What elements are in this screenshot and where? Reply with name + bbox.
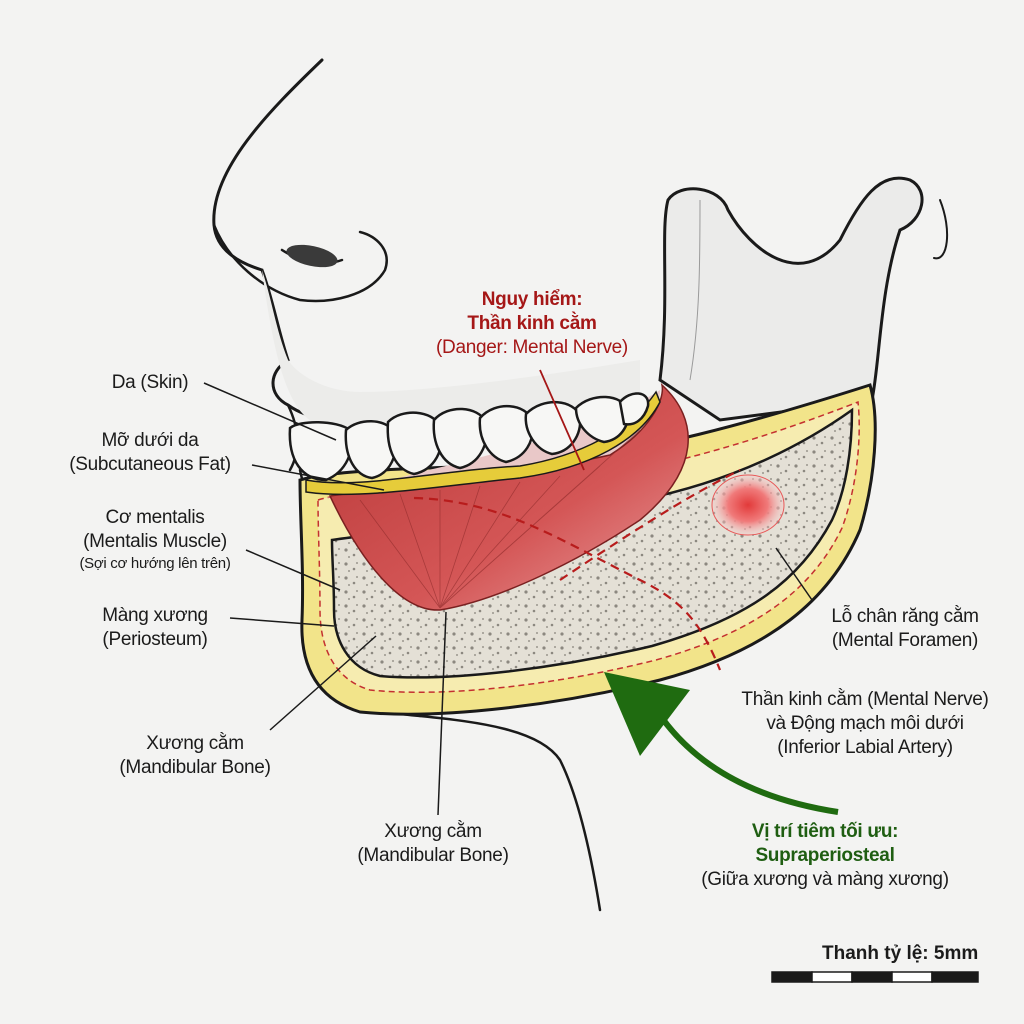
label-optimal-l3: (Giữa xương và màng xương) [701,869,949,890]
label-mentalis-vi: Cơ mentalis [105,507,205,528]
label-foramen-en: (Mental Foramen) [831,630,979,651]
danger-leader [539,369,585,471]
lip-skin [262,270,640,441]
label-nerve-l3: (Inferior Labial Artery) [777,737,953,758]
scale-bar [771,971,979,983]
leader-lines [203,382,813,816]
label-bone1-en: (Mandibular Bone) [119,757,271,778]
label-danger-l3: (Danger: Mental Nerve) [436,337,628,358]
label-skin-text: Da (Skin) [111,372,189,393]
label-optimal-l2: Supraperiosteal [755,845,895,866]
label-skin: Da (Skin) [90,371,210,395]
label-bone2-en: (Mandibular Bone) [357,845,509,866]
mental-nerve-path-2 [559,469,741,581]
label-periosteum-vi: Màng xương [102,605,208,626]
label-danger-l2: Thần kinh cằm [467,313,597,334]
label-optimal-injection: Vị trí tiêm tối ưu: Supraperiosteal (Giữ… [690,820,960,892]
injection-arrow [659,716,839,815]
label-mentalis-en: (Mentalis Muscle) [83,531,227,552]
label-bone2-vi: Xương cằm [384,821,482,842]
label-fat-en: (Subcutaneous Fat) [69,454,231,475]
label-mandibular-bone-left: Xương cằm (Mandibular Bone) [90,732,300,780]
injection-arrowhead [604,672,690,756]
label-bone1-vi: Xương cằm [146,733,244,754]
nostril [286,244,338,268]
gum-line [305,390,661,496]
label-periosteum: Màng xương (Periosteum) [60,604,250,652]
label-foramen-vi: Lỗ chân răng cằm [831,606,979,627]
label-mentalis-muscle: Cơ mentalis (Mentalis Muscle) (Sợi cơ hư… [50,506,260,574]
label-danger-mental-nerve: Nguy hiểm: Thần kinh cằm (Danger: Mental… [412,288,652,360]
label-nerve-l1: Thần kinh cằm (Mental Nerve) [741,689,989,710]
label-optimal-l1: Vị trí tiêm tối ưu: [751,821,899,842]
scale-bar-title: Thanh tỷ lệ: 5mm [822,943,979,964]
label-fat-vi: Mỡ dưới da [101,430,199,451]
mental-foramen [711,474,785,536]
label-subcutaneous-fat: Mỡ dưới da (Subcutaneous Fat) [40,429,260,477]
mandible-ramus [658,176,924,422]
label-danger-l1: Nguy hiểm: [481,289,583,310]
label-mental-foramen: Lỗ chân răng cằm (Mental Foramen) [800,605,1010,653]
teeth [288,392,650,482]
mental-nerve-path [413,496,722,671]
label-periosteum-en: (Periosteum) [102,629,208,650]
label-nerve-l2: và Động mạch môi dưới [766,713,964,734]
label-mandibular-bone-bottom: Xương cằm (Mandibular Bone) [328,820,538,868]
label-nerve-artery: Thần kinh cằm (Mental Nerve) và Động mạc… [710,688,1020,760]
label-mentalis-note: (Sợi cơ hướng lên trên) [79,555,231,572]
